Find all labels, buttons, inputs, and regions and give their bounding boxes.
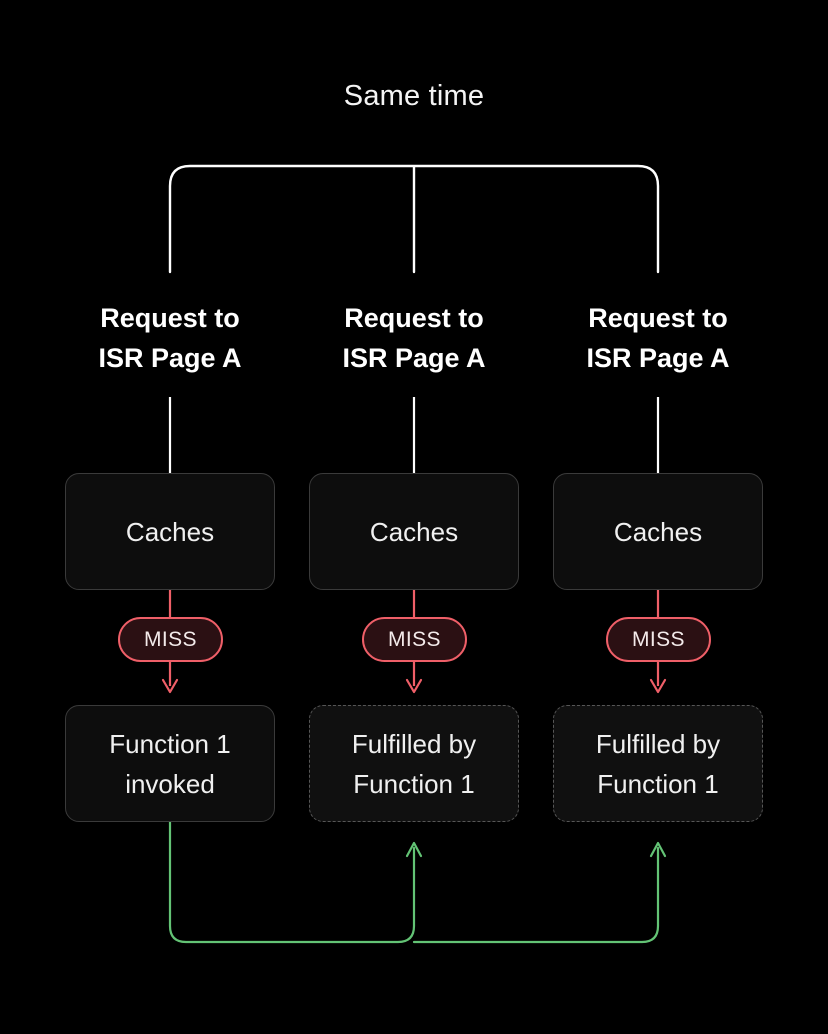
result-label-1: Function 1 invoked [109,728,231,799]
function-fulfills-others-path [168,820,667,944]
caches-label-2: Caches [369,516,459,547]
request-label-2: Request to ISR Page A [342,303,486,373]
caches-label-1: Caches [125,516,215,547]
caches-box-2[interactable]: Caches [309,473,519,590]
request-label-3: Request to ISR Page A [586,303,730,373]
caches-box-1[interactable]: Caches [65,473,275,590]
miss-badge-1[interactable]: MISS [118,617,223,662]
result-box-function-1-invoked[interactable]: Function 1 invoked [65,705,275,822]
caches-label-3: Caches [613,516,703,547]
result-box-fulfilled-by-function-1-col2[interactable]: Fulfilled by Function 1 [309,705,519,822]
result-box-fulfilled-by-function-1-col3[interactable]: Fulfilled by Function 1 [553,705,763,822]
miss-badge-3[interactable]: MISS [606,617,711,662]
caches-box-3[interactable]: Caches [553,473,763,590]
cache-to-miss-connectors [168,589,660,619]
request-label-1: Request to ISR Page A [98,303,242,373]
bracket-fanout-icon [168,164,660,274]
miss-to-result-arrows [161,661,667,694]
diagram-title: Same time [343,80,485,112]
result-label-2: Fulfilled by Function 1 [351,728,477,799]
miss-badge-2[interactable]: MISS [362,617,467,662]
result-label-3: Fulfilled by Function 1 [595,728,721,799]
request-to-cache-connectors [168,397,660,474]
